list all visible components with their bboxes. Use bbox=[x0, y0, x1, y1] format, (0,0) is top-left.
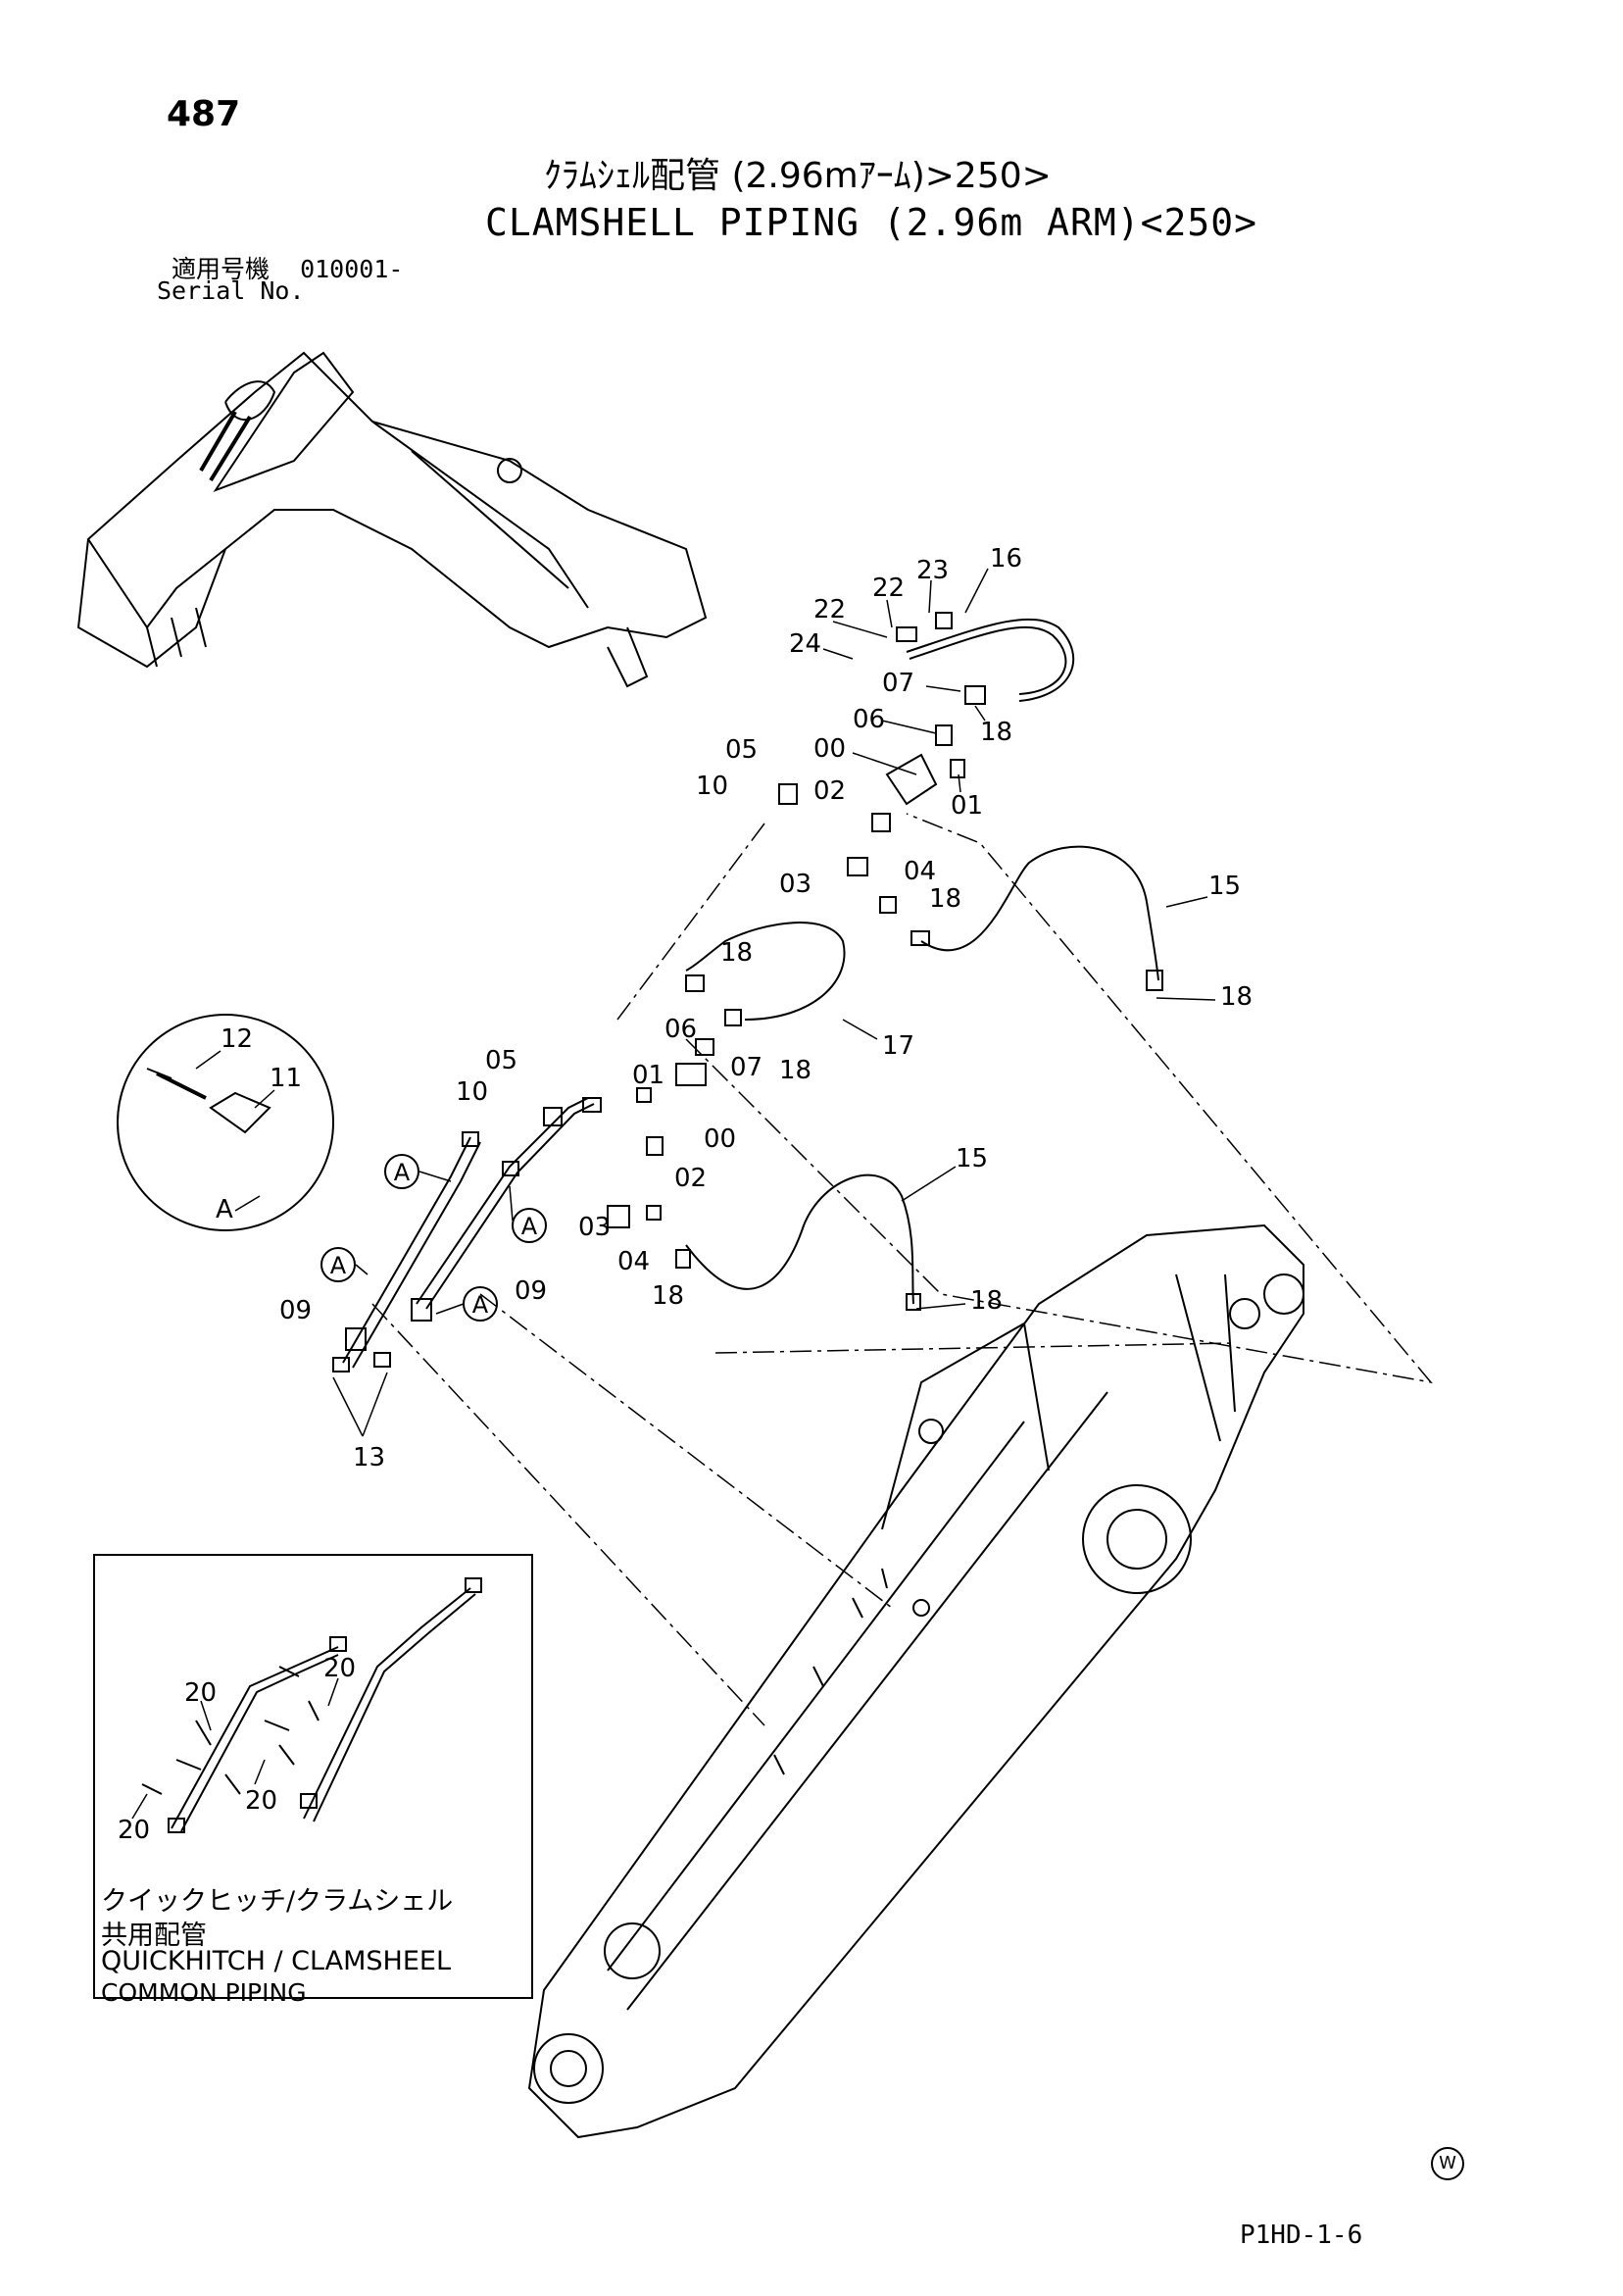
document-code: P1HD-1-6 bbox=[1240, 2221, 1363, 2250]
callout-03: 03 bbox=[779, 870, 812, 899]
callout-20: 20 bbox=[323, 1654, 356, 1683]
inset-piping bbox=[141, 1577, 482, 1833]
callout-00: 00 bbox=[813, 734, 846, 764]
callout-10: 10 bbox=[696, 772, 728, 801]
callout-00: 00 bbox=[704, 1124, 736, 1154]
callout-20: 20 bbox=[245, 1786, 277, 1816]
callout-detail-a: A bbox=[216, 1195, 233, 1224]
callout-16: 16 bbox=[990, 544, 1022, 574]
detail-a-circle bbox=[117, 1014, 334, 1231]
callout-20: 20 bbox=[184, 1678, 217, 1708]
serial-label-jp-text: 適用号機 bbox=[172, 255, 270, 283]
callout-09: 09 bbox=[515, 1276, 547, 1306]
inset-quickhitch-piping: クイックヒッチ/クラムシェル 共用配管 QUICKHITCH / CLAMSHE… bbox=[93, 1554, 533, 2007]
callout-12: 12 bbox=[221, 1024, 253, 1054]
callout-18: 18 bbox=[779, 1056, 812, 1085]
callout-18: 18 bbox=[652, 1281, 684, 1311]
callout-23: 23 bbox=[916, 556, 949, 585]
serial-value: 010001- bbox=[300, 255, 404, 283]
w-mark: W bbox=[1431, 2147, 1464, 2180]
callout-22: 22 bbox=[813, 595, 846, 624]
marker-a: A bbox=[394, 1159, 411, 1186]
callout-09: 09 bbox=[279, 1296, 312, 1325]
callout-24: 24 bbox=[789, 629, 821, 659]
callout-02: 02 bbox=[813, 776, 846, 806]
callout-01: 01 bbox=[951, 791, 983, 821]
callout-18: 18 bbox=[929, 884, 961, 914]
excavator-overview bbox=[76, 351, 708, 688]
callout-22: 22 bbox=[872, 574, 905, 603]
callout-11: 11 bbox=[270, 1064, 302, 1093]
callout-18: 18 bbox=[1220, 982, 1253, 1012]
callout-07: 07 bbox=[882, 669, 914, 698]
hose-15-upper bbox=[920, 845, 1159, 981]
callout-07: 07 bbox=[730, 1053, 762, 1082]
callout-02: 02 bbox=[674, 1164, 707, 1193]
callout-18: 18 bbox=[720, 938, 753, 968]
serial-label-jp: 適用号機 010001- bbox=[172, 250, 403, 285]
marker-a: A bbox=[521, 1213, 538, 1240]
page-number: 487 bbox=[167, 94, 241, 134]
inset-label-jp-1: クイックヒッチ/クラムシェル bbox=[101, 1886, 454, 1917]
callout-04: 04 bbox=[617, 1247, 650, 1276]
serial-label-en: Serial No. bbox=[157, 276, 305, 305]
callout-18: 18 bbox=[980, 718, 1012, 747]
fittings bbox=[332, 612, 1163, 1373]
hose-16 bbox=[906, 618, 1075, 702]
callout-15: 15 bbox=[956, 1144, 988, 1173]
title-english: CLAMSHELL PIPING (2.96m ARM)<250> bbox=[485, 201, 1257, 244]
callout-13: 13 bbox=[353, 1443, 385, 1472]
callout-20: 20 bbox=[118, 1816, 150, 1845]
callout-05: 05 bbox=[725, 735, 758, 765]
marker-a: A bbox=[330, 1252, 347, 1279]
pipe-09-left bbox=[342, 1136, 471, 1364]
callout-04: 04 bbox=[904, 857, 936, 886]
leader-lines bbox=[371, 813, 1433, 1726]
callout-03: 03 bbox=[578, 1213, 611, 1242]
marker-a: A bbox=[472, 1291, 489, 1319]
callout-01: 01 bbox=[632, 1061, 664, 1090]
inset-label-en-2: COMMON PIPING bbox=[101, 1978, 307, 2007]
callout-06: 06 bbox=[664, 1015, 697, 1044]
callout-05: 05 bbox=[485, 1046, 517, 1075]
title-japanese: ｸﾗﾑｼｪﾙ配管 (2.96mｱｰﾑ)>250> bbox=[544, 156, 1052, 196]
callout-06: 06 bbox=[853, 705, 885, 734]
arm-outline bbox=[527, 1223, 1304, 2139]
inset-label-en-1: QUICKHITCH / CLAMSHEEL bbox=[101, 1946, 452, 1976]
inset-label-jp-2: 共用配管 bbox=[101, 1921, 207, 1951]
callout-15: 15 bbox=[1208, 872, 1241, 901]
hose-17 bbox=[685, 922, 846, 1021]
hose-15-lower bbox=[685, 1173, 914, 1305]
callout-18: 18 bbox=[970, 1286, 1003, 1316]
pipe-09-right bbox=[416, 1097, 589, 1305]
callout-10: 10 bbox=[456, 1077, 488, 1107]
callout-17: 17 bbox=[882, 1031, 914, 1061]
